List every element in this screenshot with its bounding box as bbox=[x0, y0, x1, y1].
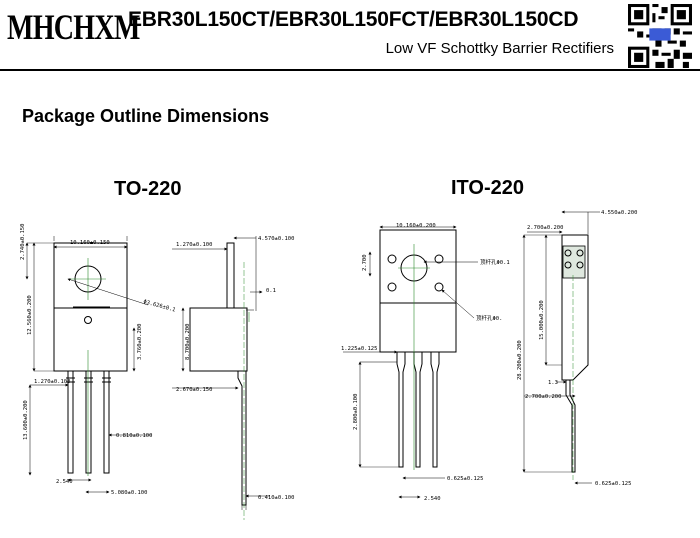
dim-label: 10.160±0.200 bbox=[396, 223, 436, 229]
dim-label: 2.540 bbox=[424, 496, 441, 502]
dim-label: 1.270±0.100 bbox=[176, 242, 212, 248]
ito220-side-body bbox=[561, 234, 589, 381]
ito220-front-view bbox=[343, 225, 478, 499]
dim-label: 13.600±0.200 bbox=[23, 400, 29, 440]
dim-label: 4.570±0.100 bbox=[258, 236, 294, 242]
dim-label: 2.700±0.200 bbox=[527, 225, 563, 231]
to220-side-dims: 1.270±0.100 4.570±0.100 0.1 8.700±0.200 … bbox=[176, 236, 294, 501]
to220-side-body bbox=[189, 307, 248, 372]
dim-label: 15.000±0.200 bbox=[539, 300, 545, 340]
dim-label: 顶杆孔Φ0.1 bbox=[480, 258, 510, 266]
to220-lead-3 bbox=[103, 370, 110, 474]
dim-label: 1.225±0.125 bbox=[341, 346, 377, 352]
to220-tab bbox=[53, 242, 128, 309]
dim-label: 2.740±0.150 bbox=[20, 224, 26, 260]
header-divider bbox=[0, 69, 700, 71]
dim-label: 1.3 bbox=[548, 380, 558, 386]
dim-label: 0.625±0.125 bbox=[595, 481, 631, 487]
dim-label: 12.560±0.200 bbox=[27, 295, 33, 335]
dim-label: 2.670±0.150 bbox=[176, 387, 212, 393]
dim-label: Φ3.626±0.1 bbox=[142, 299, 176, 313]
part-number-title: EBR30L150CT/EBR30L150FCT/EBR30L150CD bbox=[128, 8, 579, 31]
dim-label: 0.810±0.100 bbox=[116, 433, 152, 439]
ito220-lead-3 bbox=[430, 352, 440, 468]
ito220-side-dims: 2.700±0.200 4.550±0.200 15.000±0.200 28.… bbox=[517, 210, 637, 487]
dim-label: 1.270±0.100 bbox=[34, 379, 70, 385]
dim-label: 0.1 bbox=[266, 288, 276, 294]
to220-front-view bbox=[25, 236, 152, 494]
dim-label: 0.410±0.100 bbox=[258, 495, 294, 501]
ito220-body bbox=[379, 302, 457, 353]
dim-label: 顶杆孔Φ0. bbox=[476, 314, 502, 322]
document-header: MHCHXM EBR30L150CT/EBR30L150FCT/EBR30L15… bbox=[0, 0, 700, 74]
section-title: Package Outline Dimensions bbox=[22, 106, 270, 126]
to220-lead-2 bbox=[85, 370, 92, 474]
product-subtitle: Low VF Schottky Barrier Rectifiers bbox=[385, 40, 614, 57]
dim-label: 2.540 bbox=[56, 479, 73, 485]
to220-lead-1 bbox=[67, 370, 74, 474]
qr-code-icon bbox=[628, 4, 692, 68]
dim-label: 28.200±0.200 bbox=[517, 340, 523, 380]
dim-label: 8.700±0.200 bbox=[185, 324, 191, 360]
dim-label: 2.700 bbox=[362, 254, 368, 271]
ito220-side-view bbox=[522, 210, 600, 485]
to220-side-view bbox=[172, 236, 270, 520]
dim-label: 4.550±0.200 bbox=[601, 210, 637, 216]
to220-front-dims: 10.160±0.150 2.740±0.150 Φ3.626±0.1 12.5… bbox=[20, 224, 176, 496]
dim-label: 5.080±0.100 bbox=[111, 490, 147, 496]
dim-label: 3.760±0.200 bbox=[137, 324, 143, 360]
ito220-lead-2 bbox=[413, 352, 423, 468]
dim-label: 2.800±0.100 bbox=[353, 394, 359, 430]
dim-label: 10.160±0.150 bbox=[70, 240, 110, 246]
company-logo: MHCHXM bbox=[7, 7, 140, 47]
ito220-label: ITO-220 bbox=[451, 177, 524, 199]
dim-label: 2.700±0.200 bbox=[525, 394, 561, 400]
ito220-lead-1 bbox=[396, 352, 406, 468]
to220-side-tab bbox=[226, 242, 235, 309]
dim-label: 0.625±0.125 bbox=[447, 476, 483, 482]
to220-label: TO-220 bbox=[114, 178, 182, 200]
ito220-front-dims: 10.160±0.200 2.700 顶杆孔Φ0.1 顶杆孔Φ0. 1.225±… bbox=[341, 223, 510, 502]
